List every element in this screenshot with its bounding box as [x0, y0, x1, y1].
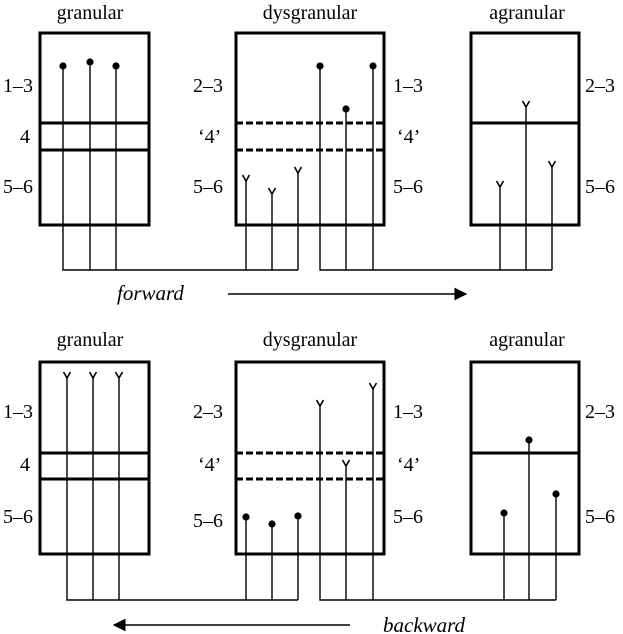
- termination-fork: [114, 371, 124, 380]
- granular-layer-label: 4: [20, 126, 30, 148]
- origin-dot: [369, 62, 377, 70]
- dysgranular-title: dysgranular: [263, 329, 358, 351]
- agranular-area-box: [469, 31, 581, 227]
- dysgranular-layer-label-left: 5–6: [193, 510, 223, 532]
- origin-dot: [342, 105, 350, 113]
- dysgranular-layer-label-left: ‘4’: [198, 454, 221, 476]
- backward-panel: granular dysgranular agranular 1–3 4 5–6…: [3, 329, 615, 634]
- backward-projection-dysgranular-to-granular: [62, 371, 302, 601]
- agranular-title: agranular: [489, 2, 565, 24]
- dysgranular-layer-label-right: 5–6: [393, 506, 423, 528]
- termination-fork: [368, 382, 378, 391]
- origin-dot: [294, 512, 302, 520]
- dysgranular-layer-label-left: ‘4’: [198, 126, 221, 148]
- termination-fork: [88, 371, 98, 380]
- dysgranular-layer-label-right: 1–3: [393, 75, 423, 97]
- origin-dot: [268, 520, 276, 528]
- granular-title: granular: [57, 329, 124, 351]
- forward-projection-granular-to-dysgranular: [59, 58, 303, 271]
- forward-projection-dysgranular-to-agranular: [316, 62, 557, 271]
- agranular-layer-label: 5–6: [585, 176, 615, 198]
- origin-dot: [500, 509, 508, 517]
- granular-layer-label: 4: [20, 454, 30, 476]
- termination-fork: [241, 174, 251, 183]
- termination-fork: [495, 180, 505, 189]
- origin-dot: [525, 436, 533, 444]
- dysgranular-layer-label-right: ‘4’: [397, 126, 420, 148]
- forward-label: forward: [117, 281, 184, 305]
- origin-dot: [86, 58, 94, 66]
- granular-title: granular: [57, 2, 124, 24]
- forward-panel: granular dysgranular agranular 1–3 4 5–6…: [3, 2, 615, 305]
- dysgranular-layer-label-right: ‘4’: [397, 454, 420, 476]
- granular-area-box: [38, 31, 151, 227]
- dysgranular-layer-label-right: 5–6: [393, 176, 423, 198]
- dysgranular-area-box: [234, 31, 386, 227]
- backward-projection-agranular-to-dysgranular: [315, 382, 560, 601]
- dysgranular-layer-label-left: 5–6: [193, 176, 223, 198]
- origin-dot: [242, 513, 250, 521]
- origin-dot: [112, 62, 120, 70]
- dysgranular-title: dysgranular: [263, 2, 358, 24]
- dysgranular-area-box: [234, 360, 386, 556]
- termination-fork: [293, 166, 303, 175]
- origin-dot: [552, 490, 560, 498]
- dysgranular-layer-label-left: 2–3: [193, 401, 223, 423]
- dysgranular-layer-label-right: 1–3: [393, 401, 423, 423]
- agranular-layer-label: 2–3: [585, 401, 615, 423]
- termination-fork: [547, 160, 557, 169]
- backward-label: backward: [383, 613, 466, 634]
- agranular-area-box: [469, 360, 581, 556]
- granular-layer-label: 5–6: [3, 506, 33, 528]
- granular-area-box: [38, 360, 151, 556]
- termination-fork: [315, 399, 325, 408]
- termination-fork: [267, 187, 277, 196]
- agranular-layer-label: 2–3: [585, 75, 615, 97]
- origin-dot: [59, 62, 67, 70]
- granular-layer-label: 1–3: [3, 75, 33, 97]
- termination-fork: [341, 459, 351, 468]
- dysgranular-layer-label-left: 2–3: [193, 75, 223, 97]
- agranular-title: agranular: [489, 329, 565, 351]
- origin-dot: [316, 62, 324, 70]
- termination-fork: [521, 100, 531, 109]
- granular-layer-label: 1–3: [3, 401, 33, 423]
- granular-layer-label: 5–6: [3, 176, 33, 198]
- agranular-layer-label: 5–6: [585, 506, 615, 528]
- termination-fork: [62, 371, 72, 380]
